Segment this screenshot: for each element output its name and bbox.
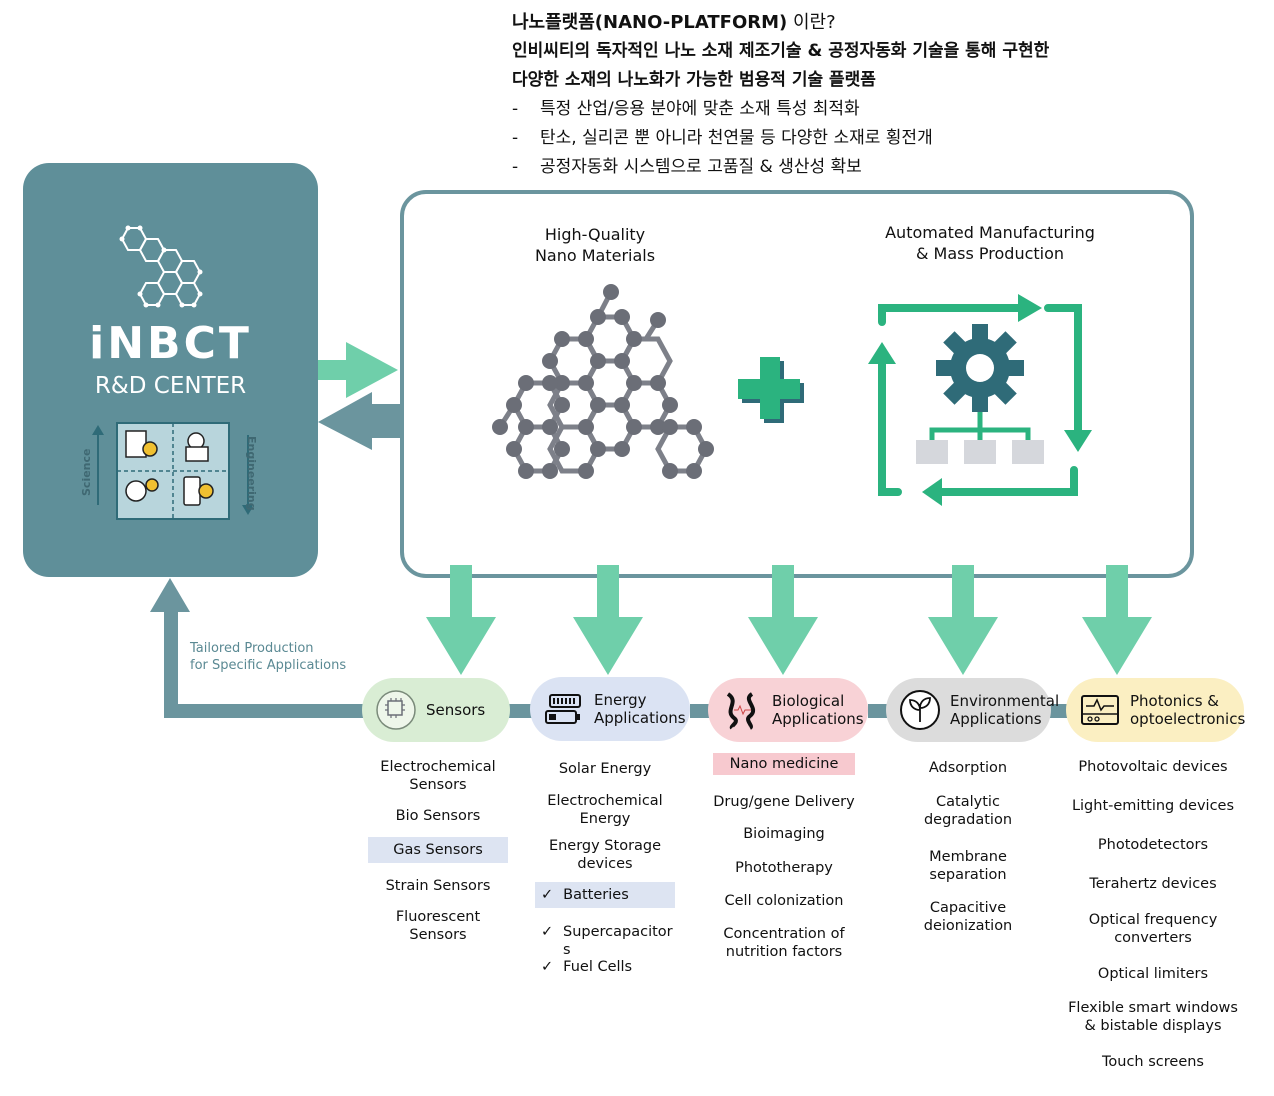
intro-title: 나노플랫폼(NANO-PLATFORM) 이란? [512,12,836,33]
rd-center-title: R&D CENTER [94,373,247,399]
intro-bullet: -공정자동화 시스템으로 고품질 & 생산성 확보 [512,157,862,177]
hexagon-logo-icon [119,225,203,308]
list-item: Photodetectors [1097,837,1209,853]
list-item: Electrochemical Sensors [380,759,496,793]
chip-head-icon [376,690,416,730]
list-item-highlighted: Nano medicine [713,753,855,775]
list-item-highlighted: ✓Batteries [535,882,675,908]
list-item: Membrane separation [929,849,1007,883]
list-item: Optical limiters [1097,966,1209,982]
arrow-down-bio [748,565,818,675]
list-item: Energy Storage devices [548,838,662,872]
list-item: Flexible smart windows & bistable displa… [1068,1000,1238,1034]
arrow-down-photonics [1082,565,1152,675]
plant-icon [900,690,940,730]
list-item: Concentration of nutrition factors [723,926,845,960]
list-item: Adsorption [928,760,1008,776]
list-item: Bio Sensors [395,808,481,824]
list-item: Cell colonization [724,893,844,909]
arrow-to-platform [318,342,398,398]
arrow-down-sensors [426,565,496,675]
arrow-down-env [928,565,998,675]
science-engineering-icon [92,422,252,520]
list-item: ✓Supercapacitor s [541,924,673,958]
list-item: Capacitive deionization [923,900,1013,934]
intro-line-1: 인비씨티의 독자적인 나노 소재 제조기술 & 공정자동화 기술을 통해 구현한 [512,41,1050,61]
intro-line-2: 다양한 소재의 나노화가 가능한 범용적 기술 플랫폼 [512,70,876,90]
oscilloscope-icon [1081,695,1119,725]
plus-icon [738,357,804,423]
intro-block: 나노플랫폼(NANO-PLATFORM) 이란? 인비씨티의 독자적인 나노 소… [512,8,1212,182]
list-item: ✓Fuel Cells [541,959,633,975]
brand-logo: iNBCT [89,318,252,369]
exchange-arrows [318,342,400,450]
list-item: Phototherapy [735,860,833,876]
list-item-highlighted: Gas Sensors [368,837,508,863]
category-sensors-label: Sensors [426,701,486,719]
list-item: Catalytic degradation [923,794,1013,828]
list-item: Touch screens [1102,1054,1204,1070]
list-item: Light-emitting devices [1071,798,1235,814]
category-sensors[interactable]: Sensors [362,678,510,742]
list-item: Bioimaging [743,826,825,842]
list-item: Terahertz devices [1089,876,1217,892]
list-item: Solar Energy [558,761,652,777]
list-item: Electrochemical Energy [547,793,663,827]
graphene-molecule-icon [492,284,714,479]
feedback-loop [150,578,1070,718]
list-item: Photovoltaic devices [1078,759,1228,775]
list-item: Strain Sensors [385,878,491,894]
engineering-label: Engineering [245,436,258,511]
category-photonics-label: Photonics &optoelectronics [1130,692,1246,728]
automated-manufacturing-label: Automated Manufacturing& Mass Production [885,223,1095,263]
automation-cycle-icon [868,294,1092,506]
intro-bullet: -특정 산업/응용 분야에 맞춘 소재 특성 최적화 [512,99,860,119]
list-item: Fluorescent Sensors [395,909,481,943]
intro-bullet: -탄소, 실리콘 뿐 아니라 천연물 등 다양한 소재로 횡전개 [512,128,933,148]
dna-icon [726,692,756,730]
category-photonics[interactable]: Photonics &optoelectronics [1066,678,1246,742]
arrow-to-rd [318,392,400,450]
arrow-down-energy [573,565,643,675]
down-arrows [426,565,1152,675]
science-label: Science [80,448,93,497]
list-item: Optical frequency converters [1088,912,1218,946]
list-item: Drug/gene Delivery [713,794,855,810]
battery-icon [545,694,581,724]
